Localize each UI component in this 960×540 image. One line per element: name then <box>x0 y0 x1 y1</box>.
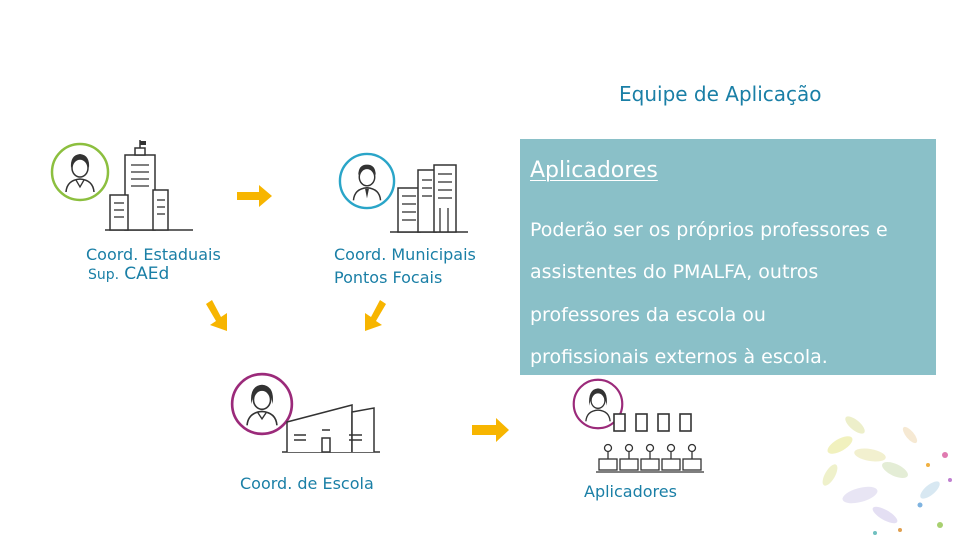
node-label: Coord. Estaduais <box>86 245 221 265</box>
info-box-line: professores da escola ou <box>530 304 766 326</box>
arrow-icon <box>204 300 230 332</box>
info-box-line: assistentes do PMALFA, outros <box>530 261 818 283</box>
node-sublabel-main: CAEd <box>124 264 169 284</box>
node-sublabel-prefix: Sup. <box>88 267 119 283</box>
floral-decoration <box>800 395 960 540</box>
info-box-line: Poderão ser os próprios professores e <box>530 219 888 241</box>
building-icon <box>390 160 470 235</box>
node-label: Coord. de Escola <box>240 474 374 494</box>
person-icon <box>50 142 110 202</box>
classroom-icon <box>594 412 706 476</box>
page-title: Equipe de Aplicação <box>619 82 822 106</box>
arrow-icon <box>360 300 388 332</box>
node-label: Coord. Municipais <box>334 245 476 265</box>
node-sublabel: Pontos Focais <box>334 268 442 288</box>
arrow-icon <box>472 418 510 442</box>
arrow-icon <box>237 185 273 207</box>
person-icon <box>338 152 396 210</box>
info-box-title: Aplicadores <box>530 158 658 183</box>
node-sublabel: Sup. CAEd <box>88 264 169 285</box>
building-icon <box>105 140 195 235</box>
school-icon <box>282 400 382 455</box>
info-box-line: profissionais externos à escola. <box>530 346 828 368</box>
node-label: Aplicadores <box>584 482 677 502</box>
